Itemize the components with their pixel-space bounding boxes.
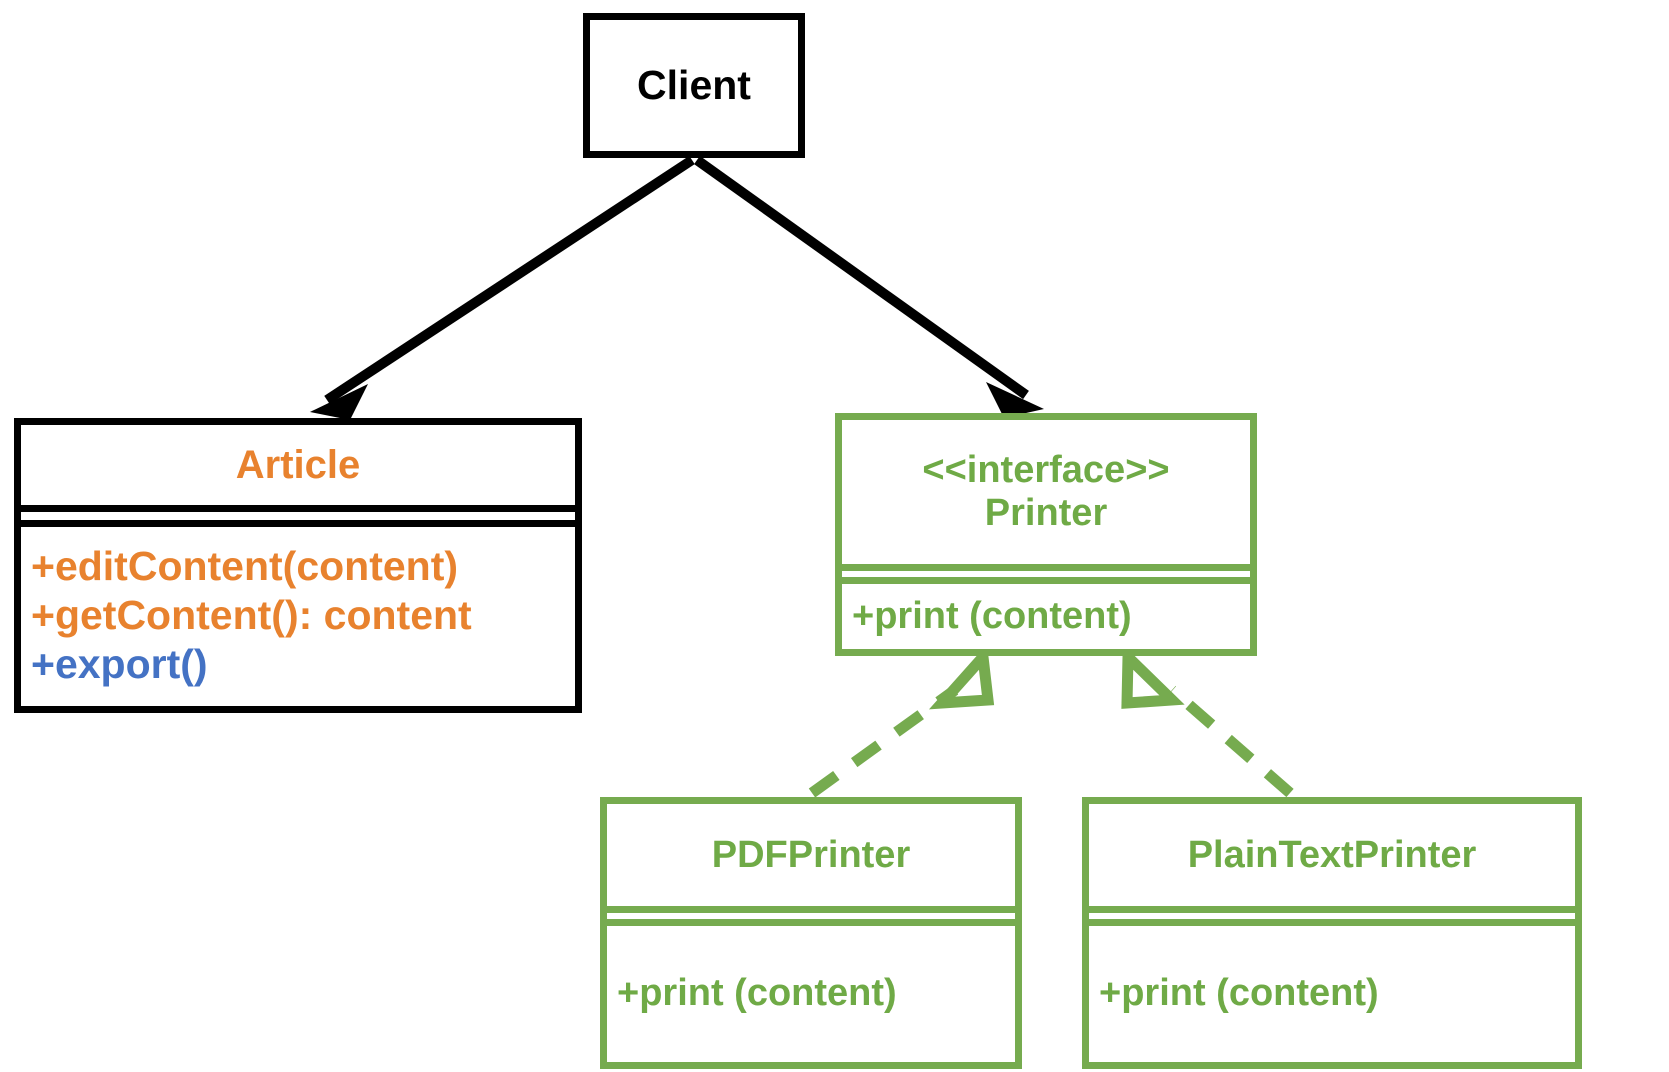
methods-compartment-plaintextprinter: +print (content)	[1089, 926, 1575, 1062]
methods-compartment-pdfprinter: +print (content)	[607, 926, 1015, 1062]
edge-client-to-article	[309, 155, 695, 420]
method-print-printer: +print (content)	[852, 594, 1132, 637]
class-name-pdfprinter: PDFPrinter	[711, 833, 911, 876]
class-box-printer[interactable]: <<interface>> Printer +print (content)	[835, 413, 1257, 656]
edge-pdfprinter-realizes-printer	[808, 644, 995, 798]
class-name-printer: Printer	[984, 492, 1108, 534]
class-title-plaintextprinter: PlainTextPrinter	[1089, 804, 1575, 906]
method-print-pdfprinter: +print (content)	[617, 972, 897, 1015]
class-name-plaintextprinter: PlainTextPrinter	[1187, 833, 1477, 876]
class-title-pdfprinter: PDFPrinter	[607, 804, 1015, 906]
class-box-client[interactable]: Client	[583, 13, 805, 158]
class-name-article: Article	[235, 442, 361, 487]
method-export: +export()	[31, 641, 208, 688]
stereotype-interface: <<interface>>	[922, 449, 1170, 492]
compartment-divider-pdfprinter	[607, 906, 1015, 926]
class-name-client: Client	[637, 61, 751, 108]
edge-plaintextprinter-realizes-printer	[1121, 644, 1294, 798]
method-print-plaintextprinter: +print (content)	[1099, 972, 1379, 1015]
class-box-plaintextprinter[interactable]: PlainTextPrinter +print (content)	[1082, 797, 1582, 1069]
method-get-content: +getContent(): content	[31, 591, 472, 638]
methods-compartment-article: +editContent(content) +getContent(): con…	[21, 527, 575, 706]
compartment-divider-article	[21, 505, 575, 527]
methods-compartment-printer: +print (content)	[842, 584, 1250, 649]
compartment-divider-printer	[842, 564, 1250, 584]
class-title-printer: <<interface>> Printer	[842, 420, 1250, 564]
edge-client-to-printer	[694, 155, 1044, 418]
class-title-client: Client	[590, 20, 798, 151]
method-edit-content: +editContent(content)	[31, 542, 459, 589]
class-box-pdfprinter[interactable]: PDFPrinter +print (content)	[600, 797, 1022, 1069]
class-title-article: Article	[21, 425, 575, 505]
class-box-article[interactable]: Article +editContent(content) +getConten…	[14, 418, 582, 713]
compartment-divider-plaintextprinter	[1089, 906, 1575, 926]
